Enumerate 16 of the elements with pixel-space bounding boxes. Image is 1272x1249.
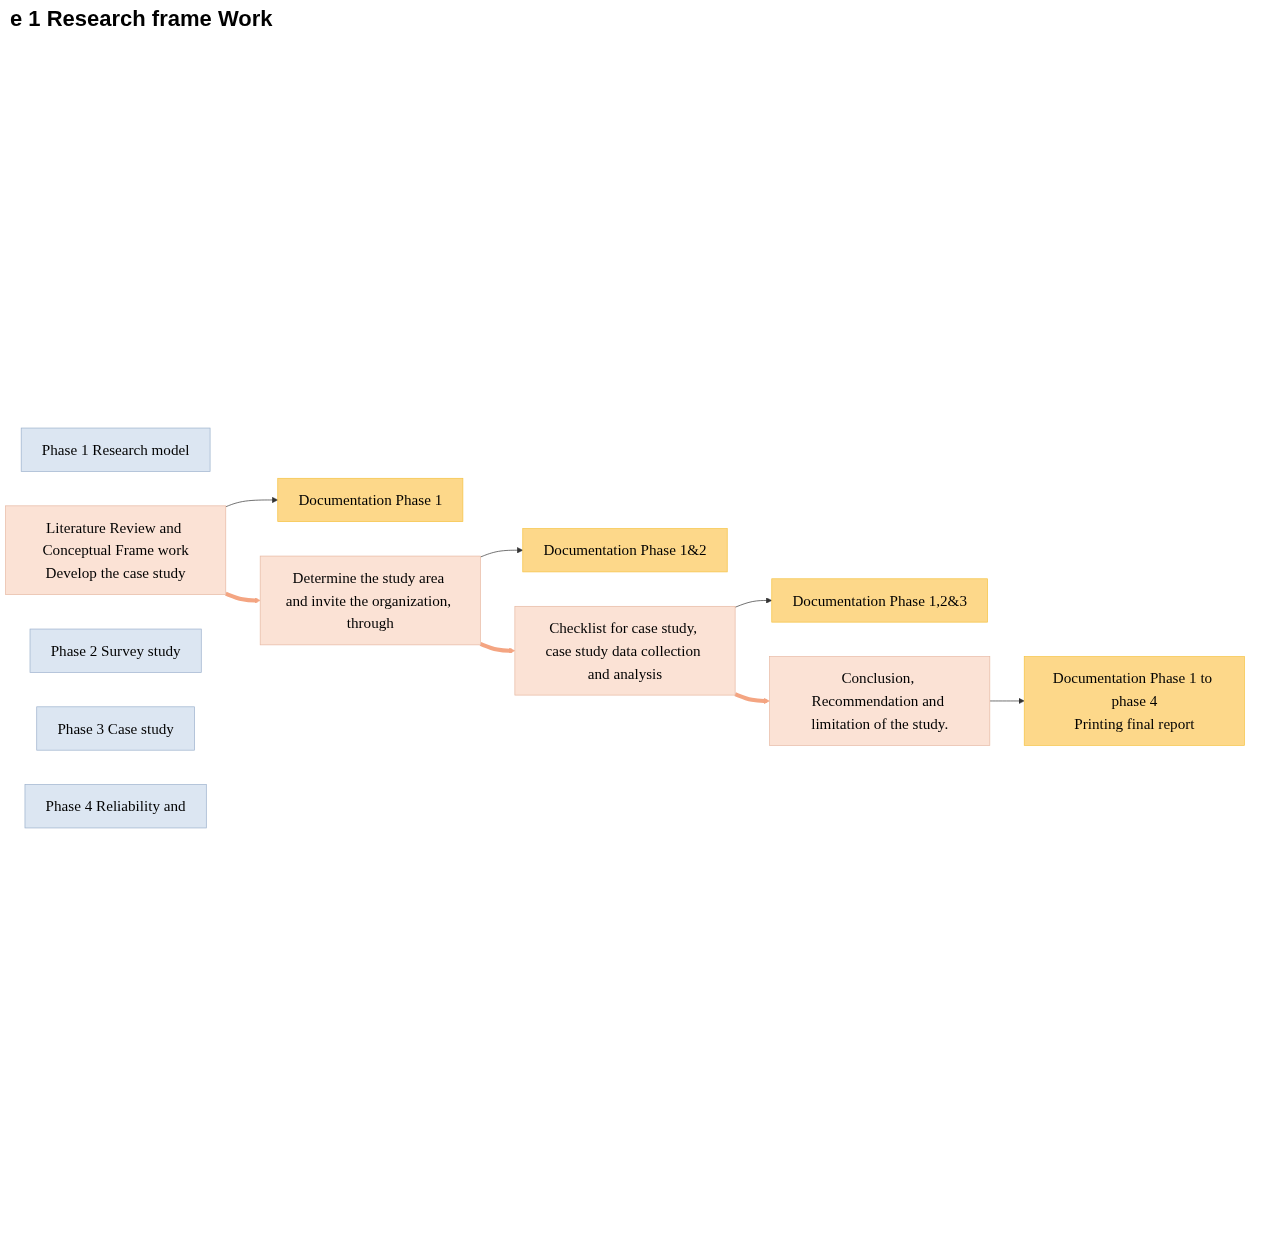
node-box: Conclusion, Recommendation and limitation of the study. [769,656,991,746]
node-box: Phase 3 Case study [36,706,195,751]
node-box: Checklist for case study, case study data collection and analysis [514,605,736,696]
node-box: Phase 1 Research model [20,427,211,472]
arrow [734,692,770,704]
node-box: Documentation Phase 1,2&3 [771,578,988,623]
node-box: Documentation Phase 1 [277,477,464,522]
node-box: Documentation Phase 1&2 [522,528,728,573]
arrow [479,642,516,654]
node-box: Documentation Phase 1 to phase 4 Printing final report [1023,656,1245,746]
node-box: Phase 4 Reliability and [24,784,207,829]
node-box: Determine the study area and invite the organization, through [259,555,481,646]
figure-title: e 1 Research frame Work [10,6,274,32]
node-box: Phase 2 Survey study [29,628,202,673]
node-box: Literature Review and Conceptual Frame work Develop the case study [5,505,227,595]
arrow [225,591,261,604]
